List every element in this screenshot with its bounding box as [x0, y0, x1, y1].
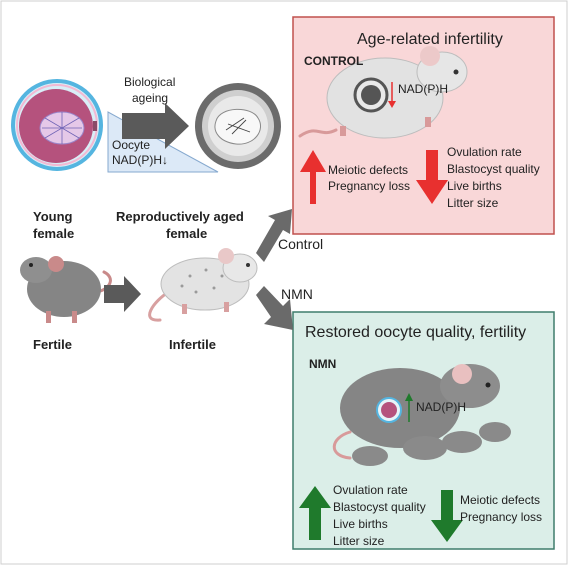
nmn-nadph-label: NAD(P)H: [416, 400, 466, 414]
control-arrow: [256, 209, 292, 262]
young-label-1: Young: [33, 209, 73, 224]
nmn-arrow: [256, 286, 293, 330]
control-down-item: Live births: [447, 179, 502, 193]
control-panel-title: Age-related infertility: [357, 31, 503, 48]
nmn-panel-title: Restored oocyte quality, fertility: [305, 324, 527, 341]
biological-ageing-label-2: ageing: [132, 91, 169, 105]
nmn-up-list: Ovulation rate Blastocyst quality Live b…: [333, 482, 426, 550]
control-group-label: CONTROL: [304, 54, 364, 68]
ageing-mouse-arrow: [104, 276, 141, 312]
infertile-label: Infertile: [169, 337, 216, 352]
aged-oocyte-icon: [195, 83, 281, 169]
fertile-label: Fertile: [33, 337, 73, 352]
control-nadph-label: NAD(P)H: [398, 82, 448, 96]
nmn-pups-icon: [352, 422, 511, 466]
oocyte-nadph-label: NAD(P)H↓: [112, 153, 168, 167]
nmn-down-item: Pregnancy loss: [460, 510, 543, 524]
nmn-up-arrow: [299, 486, 331, 540]
nmn-up-item: Litter size: [333, 534, 385, 548]
aged-mouse-icon: [148, 248, 258, 322]
control-down-item: Blastocyst quality: [447, 162, 540, 176]
control-down-list: Ovulation rate Blastocyst quality Live b…: [447, 144, 540, 212]
aged-label-1: Reproductively aged: [116, 209, 244, 224]
young-oocyte-icon: [11, 79, 103, 171]
control-down-item: Litter size: [447, 196, 499, 210]
control-up-item: Pregnancy loss: [328, 179, 411, 193]
nmn-group-label: NMN: [309, 357, 337, 371]
nmn-up-item: Ovulation rate: [333, 483, 408, 497]
control-up-arrow: [300, 150, 326, 204]
nmn-arrow-label: NMN: [281, 286, 313, 302]
nmn-down-arrow: [431, 490, 463, 542]
control-up-list: Meiotic defects Pregnancy loss: [328, 162, 410, 194]
control-arrow-label: Control: [278, 236, 324, 252]
control-down-item: Ovulation rate: [447, 145, 522, 159]
young-label-2: female: [33, 226, 75, 241]
nmn-up-item: Blastocyst quality: [333, 500, 426, 514]
biological-ageing-label-1: Biological: [124, 75, 176, 89]
young-mouse-icon: [20, 256, 112, 323]
nmn-down-item: Meiotic defects: [460, 493, 541, 507]
nmn-up-item: Live births: [333, 517, 388, 531]
aged-label-2: female: [166, 226, 208, 241]
nmn-down-list: Meiotic defects Pregnancy loss: [460, 492, 542, 526]
control-down-arrow: [416, 150, 448, 204]
control-up-item: Meiotic defects: [328, 163, 409, 177]
oocyte-label: Oocyte: [112, 138, 151, 152]
biological-ageing-arrow: [122, 103, 189, 149]
